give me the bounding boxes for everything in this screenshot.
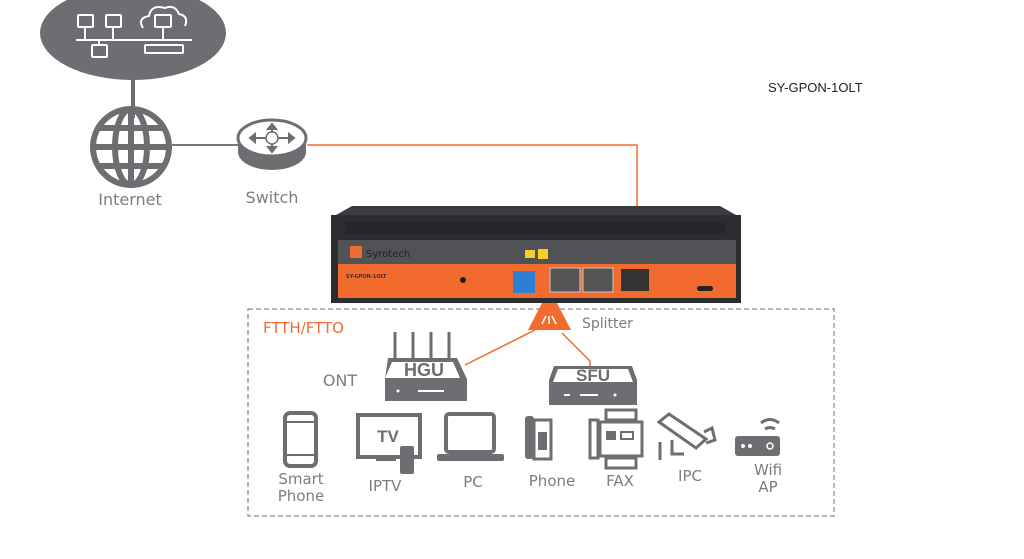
hgu-router-icon (385, 332, 467, 401)
device-label-line2: AP (758, 478, 778, 496)
device-label-line2: Phone (277, 487, 325, 505)
svg-text:TV: TV (377, 427, 399, 446)
smart-phone-icon (283, 411, 318, 468)
device-label-pc: PC (463, 473, 483, 491)
pc-laptop-icon (437, 412, 504, 461)
device-label-ipc: IPC (678, 467, 702, 485)
ge2-port (582, 267, 614, 293)
ipc-camera-icon (656, 412, 717, 460)
olt-model-print: SY-GPON-1OLT (346, 274, 387, 280)
splitter-sfu-link (561, 332, 591, 366)
sfp-port (621, 269, 649, 291)
sfu-label: SFU (576, 366, 610, 385)
fax-icon (588, 408, 644, 470)
brand-logo-icon (350, 246, 362, 258)
ont-label: ONT (322, 371, 358, 390)
model-label: SY-GPON-1OLT (768, 80, 863, 95)
ftth-ftto-label: FTTH/FTTO (263, 319, 344, 337)
device-label-iptv: IPTV (368, 477, 402, 495)
console-port (697, 286, 713, 291)
splitter-hgu-link (464, 329, 536, 366)
switch-icon (236, 118, 308, 170)
phone-icon (525, 416, 553, 461)
pon-port (513, 271, 535, 293)
iptv-icon: TV (356, 413, 422, 474)
hgu-label: HGU (404, 360, 444, 380)
wifi-ap-icon (735, 418, 780, 456)
device-label-line1: Smart (278, 470, 324, 488)
ge1-port (549, 267, 581, 293)
enterprise-network-icon (40, 0, 226, 80)
device-label-wifi-ap: Wifi AP (743, 462, 793, 496)
device-label-phone: Phone (528, 472, 576, 490)
sfu-terminal-icon (549, 366, 637, 405)
reset-button (460, 277, 466, 283)
internet-label: Internet (98, 190, 162, 209)
olt-brand-text: Syrotech (366, 249, 410, 260)
device-label-smart-phone: Smart Phone (276, 471, 326, 505)
switch-olt-link (307, 144, 638, 218)
olt-device (331, 206, 741, 303)
internet-globe-icon (90, 106, 172, 188)
splitter-label: Splitter (582, 316, 633, 332)
device-label-fax: FAX (606, 472, 634, 490)
device-label-line1: Wifi (753, 461, 783, 479)
splitter-icon (528, 303, 571, 330)
switch-label: Switch (245, 188, 299, 207)
